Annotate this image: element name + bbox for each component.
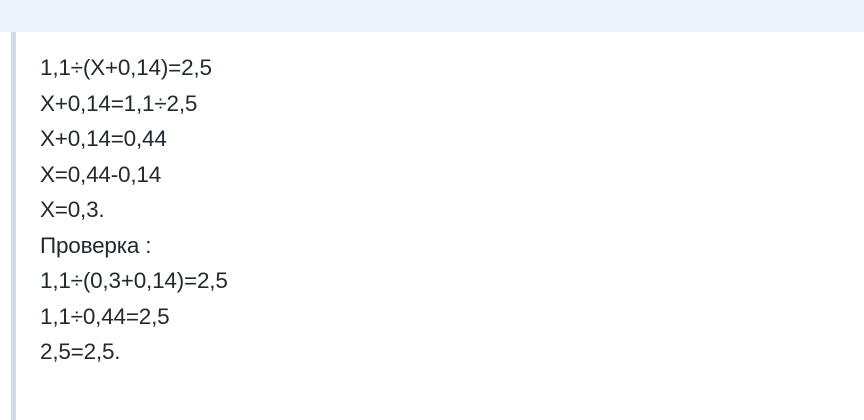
answer-left-rule [11, 32, 16, 420]
answer-card [0, 32, 864, 420]
solution-line-step-2: X+0,14=0,44 [40, 126, 167, 151]
top-band [0, 0, 864, 32]
check-line-1: 1,1÷(0,3+0,14)=2,5 [40, 268, 228, 293]
solution-line-result: X=0,3. [40, 197, 105, 222]
solution-line-step-1: X+0,14=1,1÷2,5 [40, 90, 198, 116]
check-line-2: 1,1÷0,44=2,5 [40, 303, 170, 329]
check-heading: Проверка : [40, 232, 152, 258]
solution-text: 1,1÷(X+0,14)=2,5 X+0,14=1,1÷2,5 X+0,14=0… [40, 50, 228, 370]
solution-line-equation: 1,1÷(X+0,14)=2,5 [40, 55, 212, 80]
solution-line-step-3: X=0,44-0,14 [40, 161, 162, 187]
check-line-3: 2,5=2,5. [40, 339, 121, 364]
